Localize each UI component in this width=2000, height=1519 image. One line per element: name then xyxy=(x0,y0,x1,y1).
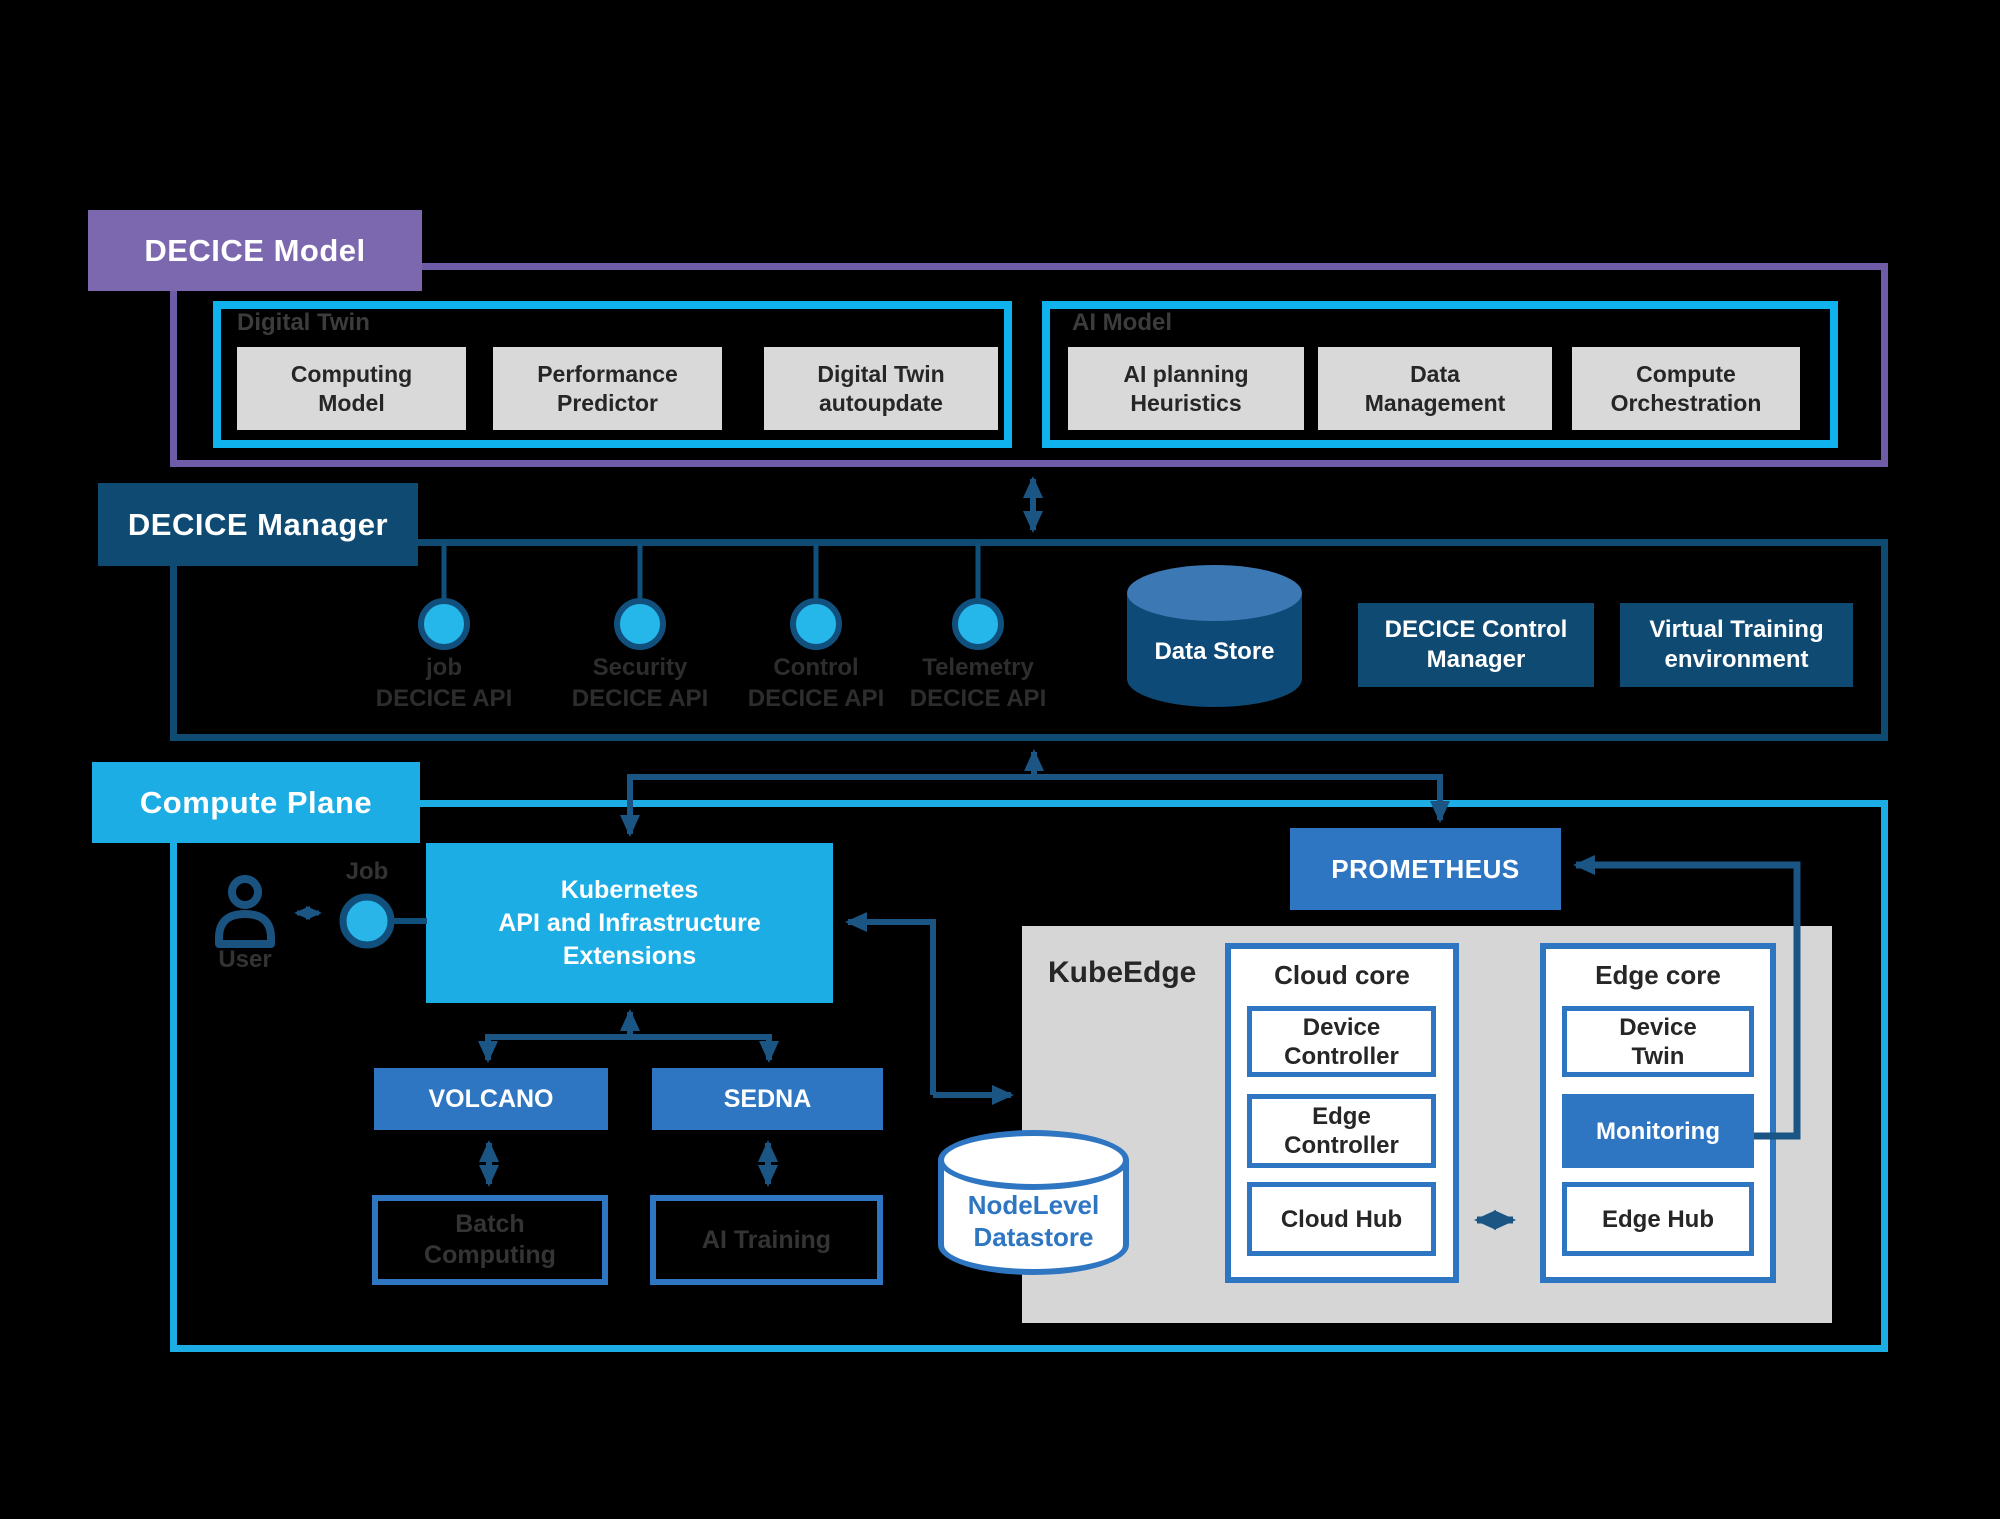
virtual-training-environment-box: Virtual Training environment xyxy=(1620,603,1853,687)
api-name: job xyxy=(426,654,462,681)
device-twin-box: Device Twin xyxy=(1562,1006,1754,1077)
compute-plane-label: Compute Plane xyxy=(92,762,420,843)
data-store-cylinder: Data Store xyxy=(1127,565,1302,707)
api-suffix: DECICE API xyxy=(747,685,885,712)
compute-orchestration-box: Compute Orchestration xyxy=(1572,347,1800,430)
job-label: Job xyxy=(345,858,389,885)
api-suffix: DECICE API xyxy=(375,685,513,712)
manager-section-frame xyxy=(170,539,1888,741)
ai-planning-heuristics-box: AI planning Heuristics xyxy=(1068,347,1304,430)
cloud-hub-box: Cloud Hub xyxy=(1247,1182,1436,1256)
digital-twin-autoupdate-box: Digital Twin autoupdate xyxy=(764,347,998,430)
api-suffix: DECICE API xyxy=(909,685,1047,712)
manager-section-label: DECICE Manager xyxy=(98,483,418,566)
api-name: Control xyxy=(773,654,859,681)
edge-core-title: Edge core xyxy=(1595,959,1721,990)
api-label-security: Security DECICE API xyxy=(530,652,750,714)
api-label-control: Control DECICE API xyxy=(706,652,926,714)
digital-twin-group xyxy=(213,301,1012,448)
ai-model-title: AI Model xyxy=(1072,309,1172,336)
ai-training-box: AI Training xyxy=(650,1195,883,1285)
edge-hub-box: Edge Hub xyxy=(1562,1182,1754,1256)
cloud-core-title: Cloud core xyxy=(1274,959,1410,990)
volcano-box: VOLCANO xyxy=(374,1068,608,1130)
device-controller-box: Device Controller xyxy=(1247,1006,1436,1077)
decice-control-manager-box: DECICE Control Manager xyxy=(1358,603,1594,687)
nodelevel-datastore-cylinder: NodeLevel Datastore xyxy=(938,1130,1129,1275)
edge-core-box: Edge core Device Twin Monitoring Edge Hu… xyxy=(1540,943,1776,1283)
kubernetes-box: Kubernetes API and Infrastructure Extens… xyxy=(426,843,833,1003)
nodelevel-label: NodeLevel Datastore xyxy=(967,1190,1100,1252)
prometheus-box: PROMETHEUS xyxy=(1290,828,1561,910)
kubeedge-label: KubeEdge xyxy=(1048,956,1197,989)
digital-twin-title: Digital Twin xyxy=(237,309,370,336)
computing-model-box: Computing Model xyxy=(237,347,466,430)
edge-controller-box: Edge Controller xyxy=(1247,1094,1436,1168)
data-management-box: Data Management xyxy=(1318,347,1552,430)
api-label-telemetry: Telemetry DECICE API xyxy=(868,652,1088,714)
api-suffix: DECICE API xyxy=(571,685,709,712)
api-label-job: job DECICE API xyxy=(334,652,554,714)
api-name: Telemetry xyxy=(922,654,1034,681)
cloud-core-box: Cloud core Device Controller Edge Contro… xyxy=(1225,943,1459,1283)
data-store-top xyxy=(1127,565,1302,621)
model-section-frame xyxy=(170,263,1888,467)
data-store-label: Data Store xyxy=(1154,638,1275,665)
compute-plane-frame xyxy=(170,800,1888,1352)
sedna-box: SEDNA xyxy=(652,1068,883,1130)
user-label: User xyxy=(218,946,272,973)
performance-predictor-box: Performance Predictor xyxy=(493,347,722,430)
batch-computing-box: Batch Computing xyxy=(372,1195,608,1285)
ai-model-group xyxy=(1042,301,1838,448)
model-section-label: DECICE Model xyxy=(88,210,422,291)
api-name: Security xyxy=(592,654,688,681)
nodelevel-top xyxy=(938,1130,1129,1190)
monitoring-box: Monitoring xyxy=(1562,1094,1754,1168)
